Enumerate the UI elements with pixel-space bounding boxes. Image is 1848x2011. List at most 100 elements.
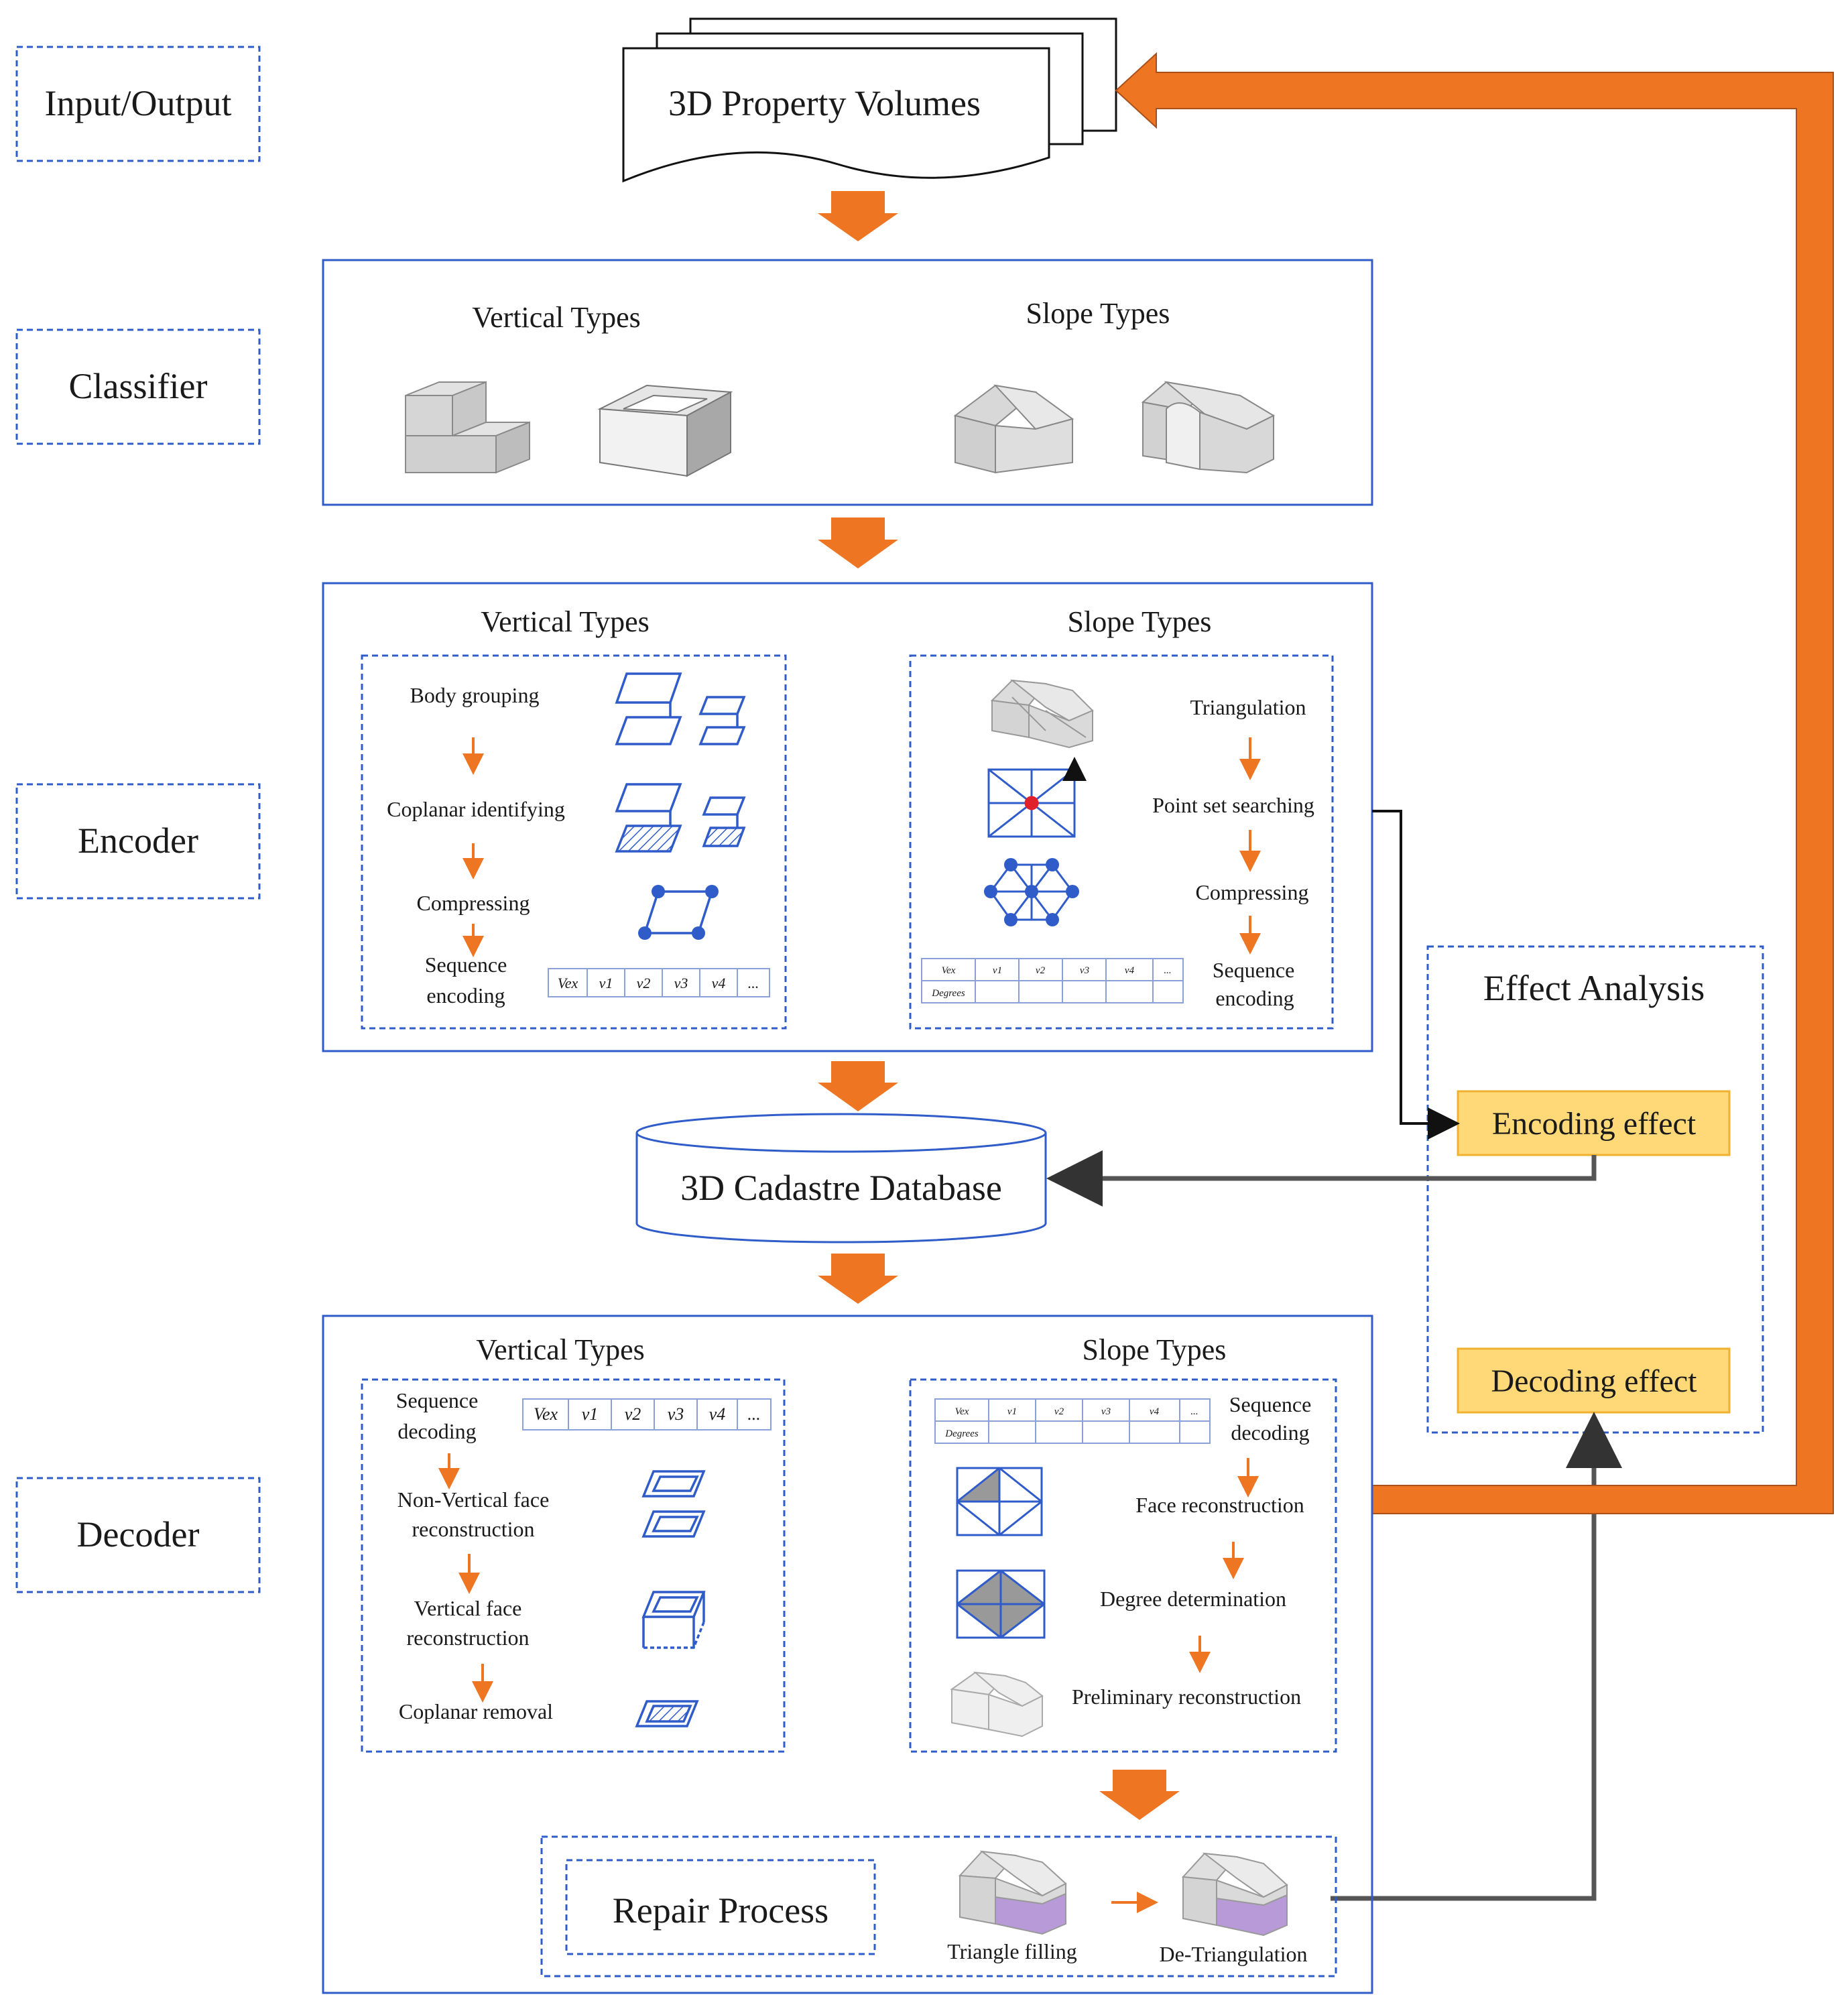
svg-text:v3: v3: [1080, 965, 1089, 976]
database-title: 3D Cadastre Database: [680, 1168, 1002, 1208]
svg-text:v1: v1: [582, 1404, 599, 1424]
effect-analysis-panel: Effect Analysis Encoding effect Decoding…: [1426, 945, 1764, 1434]
encoder-v-step-sequence: Sequence: [425, 953, 507, 977]
encoder-v-step-encoding: encoding: [426, 983, 505, 1008]
encoder-v-step-compressing: Compressing: [417, 891, 530, 915]
encoder-to-encoding-effect-connector: [1372, 810, 1460, 1140]
svg-text:v4: v4: [1125, 965, 1135, 976]
flow-arrow-2: [818, 517, 898, 568]
decoder-v-step-coplanar-removal: Coplanar removal: [399, 1699, 553, 1723]
svg-text:v1: v1: [599, 975, 613, 991]
stage-label-decoder: Decoder: [15, 1477, 261, 1593]
encoding-effect-to-database-connector: [1046, 1150, 1597, 1207]
encoder-s-step-encoding: encoding: [1215, 986, 1294, 1010]
encoder-vertical-panel: [361, 654, 787, 1030]
encoder-box: Vertical Types Slope Types Body grouping…: [322, 582, 1373, 1052]
decoding-effect-label: Decoding effect: [1491, 1363, 1698, 1399]
svg-text:v2: v2: [625, 1404, 641, 1424]
body-grouping-icon: [615, 672, 746, 745]
decoder-slope-panel: [909, 1378, 1337, 1753]
stage-label-encoder-text: Encoder: [78, 820, 198, 861]
encoder-slope-title: Slope Types: [1068, 605, 1212, 638]
input-title: 3D Property Volumes: [668, 83, 981, 123]
stage-label-encoder: Encoder: [15, 783, 261, 900]
flow-arrow-4: [818, 1254, 898, 1304]
decoder-v-step-nonvertical-2: reconstruction: [412, 1517, 534, 1541]
stage-label-input-output: Input/Output: [15, 46, 261, 162]
svg-text:Degrees: Degrees: [931, 988, 965, 999]
encoder-v-step-coplanar: Coplanar identifying: [387, 797, 565, 821]
repair-process-panel: [540, 1835, 1337, 1977]
stage-label-classifier-text: Classifier: [69, 366, 208, 406]
svg-text:v1: v1: [1007, 1406, 1017, 1417]
decoder-v-step-nonvertical: Non-Vertical face: [397, 1487, 550, 1512]
decoder-box: Vertical Types Slope Types Sequence deco…: [322, 1315, 1373, 1994]
encoder-s-step-point-set: Point set searching: [1152, 793, 1314, 817]
de-triangulation-house-icon: [1181, 1852, 1288, 1937]
svg-text:v3: v3: [668, 1404, 684, 1424]
decoder-s-step-sequence: Sequence: [1229, 1392, 1312, 1416]
repair-step-de-triangulation: De-Triangulation: [1159, 1942, 1307, 1966]
stage-label-decoder-text: Decoder: [77, 1514, 200, 1555]
svg-text:v1: v1: [993, 965, 1002, 976]
compressing-graph-icon: [638, 885, 719, 940]
flow-arrow-5: [1099, 1770, 1180, 1820]
classifier-vertical-title: Vertical Types: [472, 301, 640, 334]
decoder-v-step-sequence: Sequence: [396, 1388, 479, 1412]
flow-arrow-1: [818, 191, 898, 241]
non-vertical-face-icon: [641, 1470, 706, 1538]
decoder-v-step-vertical-face-2: reconstruction: [406, 1626, 529, 1650]
repair-step-triangle-filling: Triangle filling: [947, 1939, 1076, 1963]
triangle-filling-house-icon: [958, 1850, 1067, 1935]
encoder-s-step-triangulation: Triangulation: [1190, 695, 1306, 719]
svg-text:Vex: Vex: [955, 1406, 969, 1417]
stage-label-input-output-text: Input/Output: [45, 83, 232, 123]
svg-text:Vex: Vex: [942, 965, 956, 976]
svg-text:v3: v3: [1101, 1406, 1111, 1417]
svg-text:v4: v4: [1150, 1406, 1160, 1417]
face-reconstruction-icon: [956, 1467, 1043, 1536]
svg-text:...: ...: [1164, 965, 1171, 976]
repair-process-title-box: [565, 1859, 876, 1955]
svg-text:...: ...: [748, 975, 759, 991]
hollow-box-model-icon: [597, 384, 733, 477]
encoder-s-step-sequence: Sequence: [1213, 958, 1295, 982]
l-shape-model-icon: [405, 381, 530, 474]
decoder-slope-sequence-table: Vex v1 v2 v3 v4 ... Degrees: [934, 1398, 1211, 1444]
gable-house-model-icon: [953, 384, 1074, 474]
svg-text:...: ...: [747, 1404, 761, 1424]
preliminary-house-icon: [950, 1671, 1044, 1738]
svg-text:v2: v2: [637, 975, 651, 991]
decoder-s-step-face: Face reconstruction: [1135, 1493, 1304, 1517]
decoding-effect-box: [1457, 1347, 1731, 1414]
decoder-s-step-decoding: decoding: [1231, 1420, 1309, 1445]
decoder-vertical-sequence-table: Vex v1 v2 v3 v4 ...: [522, 1398, 772, 1430]
vertical-face-icon: [641, 1591, 706, 1649]
stage-label-classifier: Classifier: [15, 328, 261, 445]
encoder-vertical-title: Vertical Types: [481, 605, 649, 638]
decoder-v-step-vertical-face: Vertical face: [414, 1596, 522, 1620]
decoder-slope-title: Slope Types: [1083, 1333, 1227, 1366]
flow-arrow-3: [818, 1061, 898, 1111]
classifier-slope-title: Slope Types: [1026, 297, 1170, 330]
svg-text:Vex: Vex: [558, 975, 578, 991]
repair-to-decoding-effect-connector: [1331, 1412, 1622, 1901]
coplanar-removal-icon: [635, 1700, 699, 1727]
complex-house-model-icon: [1141, 381, 1276, 474]
degree-determination-icon: [956, 1569, 1046, 1639]
coplanar-identifying-icon: [615, 783, 746, 853]
classifier-box: Vertical Types Slope Types: [322, 259, 1373, 506]
decoder-vertical-title: Vertical Types: [476, 1333, 644, 1366]
svg-text:Vex: Vex: [534, 1404, 558, 1424]
svg-text:v4: v4: [709, 1404, 726, 1424]
input-document-stack: 3D Property Volumes: [622, 17, 1117, 183]
effect-analysis-title: Effect Analysis: [1483, 968, 1705, 1008]
decoder-s-step-preliminary: Preliminary reconstruction: [1072, 1685, 1301, 1709]
encoder-vertical-sequence-table: Vex v1 v2 v3 v4 ...: [548, 968, 770, 997]
repair-process-title: Repair Process: [613, 1890, 828, 1931]
point-set-search-icon: [987, 757, 1087, 838]
svg-text:...: ...: [1190, 1406, 1198, 1417]
svg-text:Degrees: Degrees: [944, 1428, 979, 1439]
svg-text:v4: v4: [712, 975, 726, 991]
decoder-s-step-degree: Degree determination: [1100, 1587, 1286, 1611]
